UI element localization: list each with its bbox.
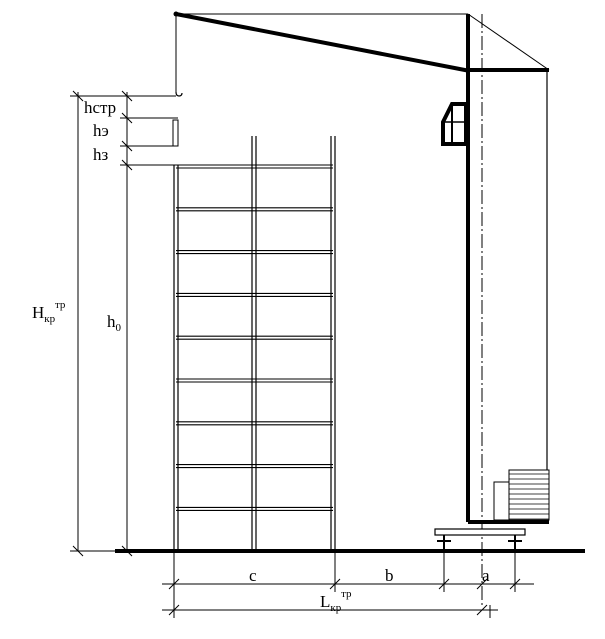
building-floors [176,164,333,511]
label-b: b [385,566,394,585]
label-h-z: hз [93,145,109,164]
label-L-kr-tr: Lкртр [320,588,352,614]
label-h0: h0 [107,312,122,334]
crane-undercarriage [434,528,526,551]
vertical-dimensions [70,90,178,557]
operator-cabin [441,102,468,146]
load-element [172,119,179,147]
label-H-kr-tr: Hкртр [32,299,66,325]
label-c: c [249,566,257,585]
label-h-str: hстр [84,98,116,117]
label-h-e: hэ [93,121,109,140]
building-frame [173,136,336,551]
label-a: a [482,566,490,585]
crane-tower [176,13,550,605]
crane-hook [175,14,183,97]
horizontal-dimensions [162,553,534,618]
counterweight [493,469,550,521]
crane-jib [175,12,471,73]
